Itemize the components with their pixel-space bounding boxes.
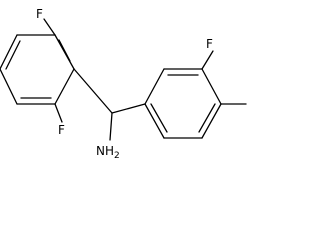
amine-label: NH2 — [96, 144, 120, 161]
bond-r4 — [201, 103, 222, 139]
bond-f-top-left — [43, 18, 56, 36]
bond-l1 — [54, 34, 75, 70]
bond-center-amine — [109, 112, 113, 141]
bond-l-double-1 — [58, 39, 71, 62]
bond-r1 — [144, 68, 165, 105]
bond-lines — [0, 18, 247, 141]
bond-l-double-3 — [5, 40, 21, 70]
fluorine-label-top-left: F — [36, 7, 43, 21]
fluorine-label-top-right: F — [206, 37, 213, 51]
bond-center-right — [111, 103, 146, 114]
amine-label-main: NH — [96, 144, 114, 158]
bond-f-top-right — [201, 50, 214, 70]
fluorine-label-bottom-left: F — [58, 123, 65, 137]
bond-f-bottom-left — [54, 103, 63, 123]
bond-l5 — [0, 34, 18, 70]
molecule-structure: F F F NH2 — [0, 7, 247, 161]
bond-center-left — [73, 68, 113, 114]
bond-r-double-2 — [198, 103, 216, 133]
bond-r-double-3 — [150, 103, 168, 133]
bond-l2 — [54, 68, 75, 105]
bond-r3 — [201, 68, 222, 105]
bond-r6 — [144, 103, 165, 139]
atom-labels: F F F NH2 — [36, 7, 213, 161]
amine-label-subscript: 2 — [114, 151, 120, 161]
bond-l4 — [0, 68, 18, 105]
